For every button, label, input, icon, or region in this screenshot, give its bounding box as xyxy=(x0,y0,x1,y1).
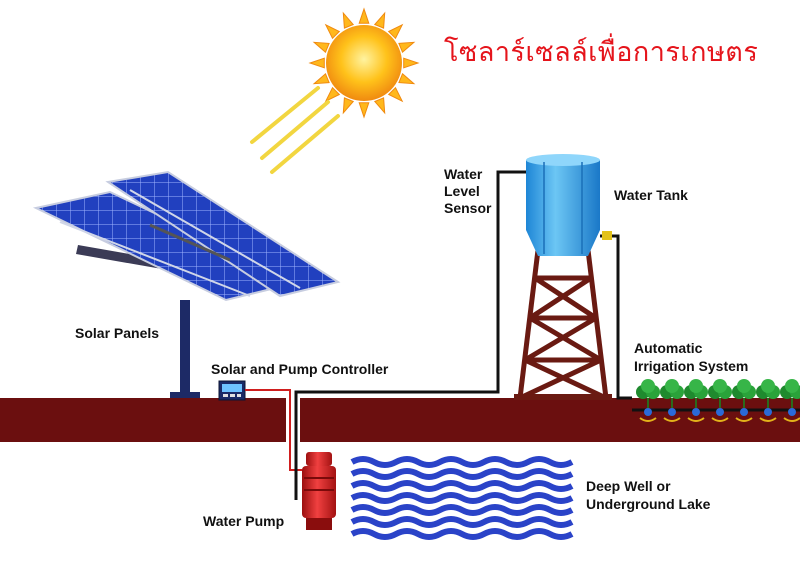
drip-emitter-icon xyxy=(740,408,748,416)
sun-ray xyxy=(312,72,330,85)
solar-panel-icon xyxy=(32,170,341,302)
water-wave xyxy=(350,456,574,468)
underground-water xyxy=(350,456,574,540)
plant xyxy=(636,379,660,422)
sun-ray xyxy=(398,72,416,85)
page-title: โซลาร์เซลล์เพื่อการเกษตร xyxy=(444,37,759,68)
label-water-tank: Water Tank xyxy=(614,187,688,203)
water-wave xyxy=(350,516,574,528)
drip-emitter-icon xyxy=(788,408,796,416)
label-controller: Solar and Pump Controller xyxy=(211,361,389,377)
label-deep-well-line: Deep Well or xyxy=(586,478,671,494)
sun-ray xyxy=(403,57,420,69)
label-deep-well: Deep Well or Underground Lake xyxy=(586,477,710,513)
tower-base xyxy=(514,394,612,400)
sun-ray xyxy=(387,86,404,103)
sun-ray xyxy=(373,11,386,29)
label-water-level-sensor-line: Sensor xyxy=(444,200,492,216)
plant xyxy=(684,379,708,422)
plant xyxy=(660,379,684,422)
label-water-level-sensor: Water Level Sensor xyxy=(444,166,491,217)
pump-icon xyxy=(302,452,336,530)
tank-valve xyxy=(602,231,612,240)
sun-ray xyxy=(324,23,341,40)
sun-icon xyxy=(308,7,420,119)
well-shaft xyxy=(286,398,300,442)
water-wave xyxy=(350,504,574,516)
label-irrigation: Automatic Irrigation System xyxy=(634,339,748,375)
sun-ray xyxy=(398,41,416,54)
label-irrigation-line: Irrigation System xyxy=(634,358,749,374)
tower xyxy=(517,249,609,401)
controller-icon xyxy=(218,380,246,401)
sun-ray xyxy=(373,97,386,115)
sun-ray xyxy=(358,102,370,119)
water-pipe xyxy=(294,170,528,500)
water-tank-icon xyxy=(526,154,600,256)
label-water-level-sensor-line: Water xyxy=(444,166,483,182)
plant xyxy=(708,379,732,422)
water-wave xyxy=(350,468,574,480)
label-water-level-sensor-line: Level xyxy=(444,183,480,199)
solar-pole xyxy=(170,300,200,398)
plant xyxy=(756,379,780,422)
water-wave xyxy=(350,492,574,504)
sun-ray xyxy=(342,97,355,115)
plant xyxy=(732,379,756,422)
sun-ray xyxy=(308,57,325,69)
sun-ray xyxy=(358,7,370,24)
sun-ray xyxy=(312,41,330,54)
label-water-pump: Water Pump xyxy=(203,513,285,529)
drip-emitter-icon xyxy=(764,408,772,416)
drip-emitter-icon xyxy=(668,408,676,416)
drip-emitter-icon xyxy=(716,408,724,416)
label-deep-well-line: Underground Lake xyxy=(586,496,711,512)
water-wave xyxy=(350,528,574,540)
drip-emitter-icon xyxy=(692,408,700,416)
sun-ray xyxy=(324,86,341,103)
label-solar-panels: Solar Panels xyxy=(75,325,160,341)
ground xyxy=(0,398,800,442)
plant xyxy=(780,379,800,422)
drip-emitter-icon xyxy=(644,408,652,416)
sun-ray xyxy=(342,11,355,29)
water-wave xyxy=(350,480,574,492)
sun-ray xyxy=(387,23,404,40)
sun-beams xyxy=(250,86,340,174)
plant-icon xyxy=(636,379,800,422)
label-irrigation-line: Automatic xyxy=(634,340,703,356)
